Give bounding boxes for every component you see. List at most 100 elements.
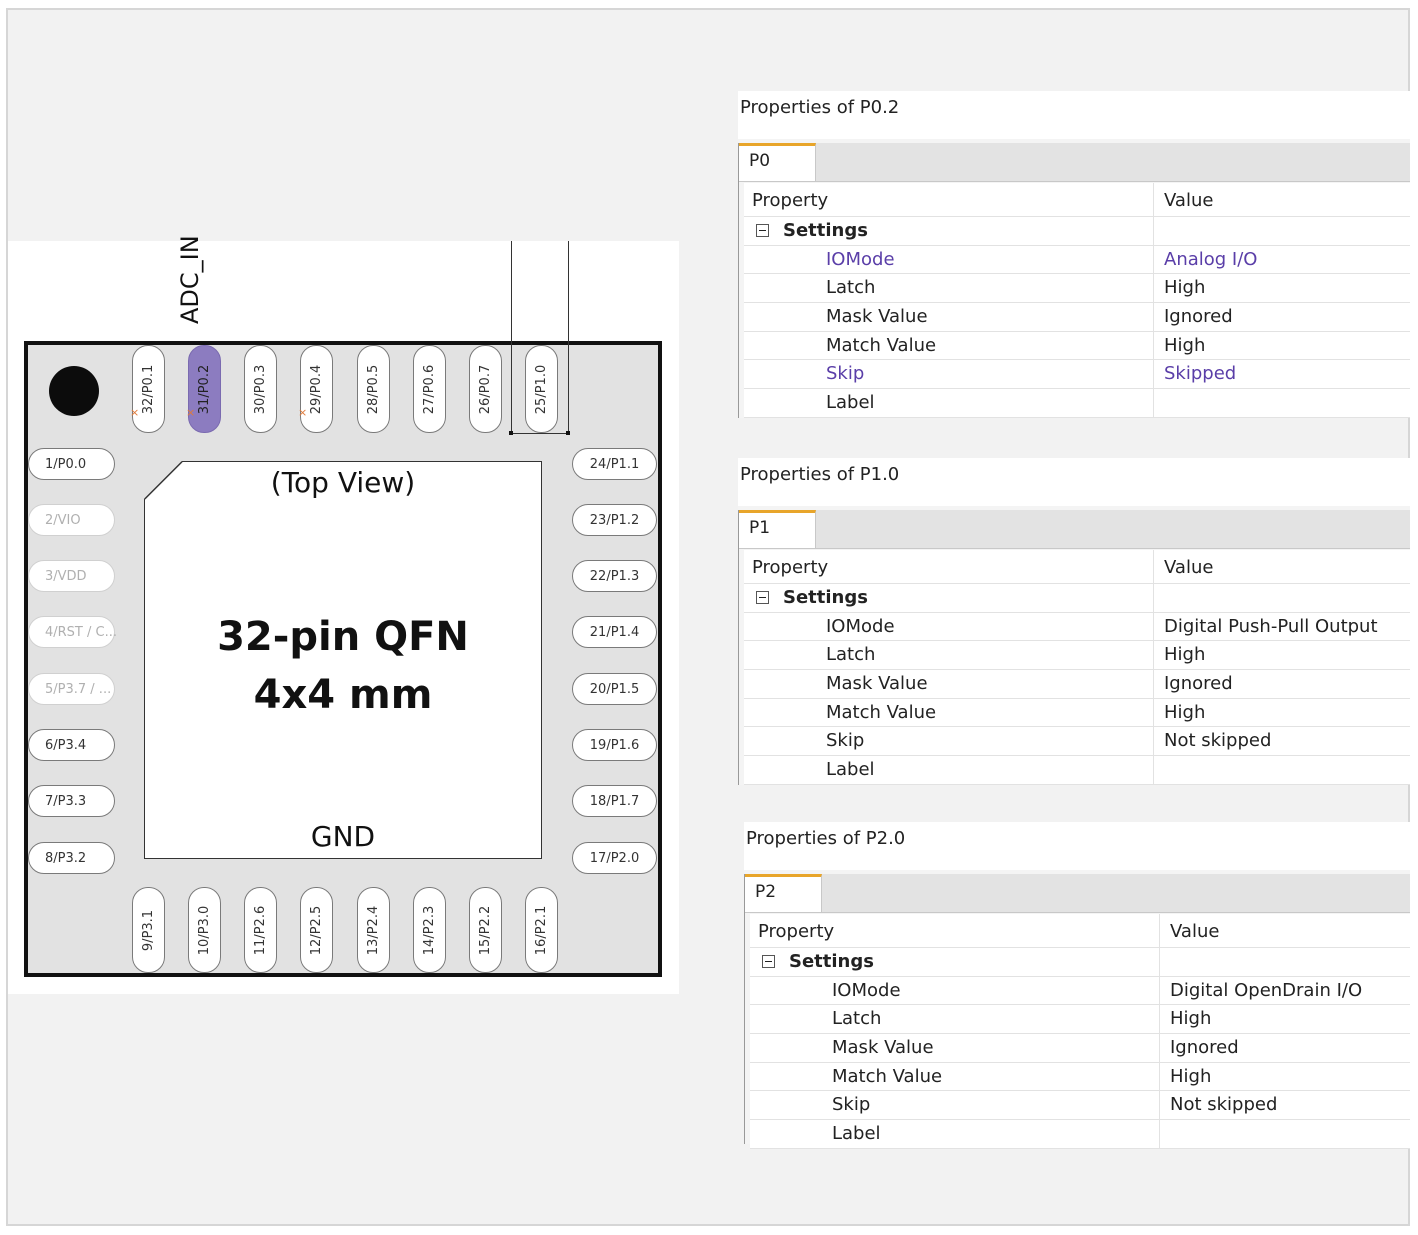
pin-top-7[interactable]: 26/P0.7 xyxy=(469,345,502,433)
pin-left-3[interactable]: 3/VDD xyxy=(28,560,115,592)
pin-left-1[interactable]: 1/P0.0 xyxy=(28,448,115,480)
property-value[interactable]: High xyxy=(1164,701,1206,723)
property-value[interactable]: Ignored xyxy=(1164,673,1233,695)
pin-right-5[interactable]: 20/P1.5 xyxy=(572,673,657,705)
pin-top-4[interactable]: 29/P0.4 xyxy=(300,345,333,433)
pin-bottom-8[interactable]: 16/P2.1 xyxy=(525,887,558,973)
property-value[interactable]: Skipped xyxy=(1164,363,1237,385)
category-row-settings[interactable]: Settings xyxy=(750,948,1410,977)
property-row[interactable]: Match Value High xyxy=(744,698,1410,728)
tab-port[interactable]: P1 xyxy=(738,510,816,548)
pin-right-6[interactable]: 19/P1.6 xyxy=(572,729,657,761)
pin-bottom-6[interactable]: 14/P2.3 xyxy=(413,887,446,973)
tab-strip: P2 xyxy=(744,874,1410,913)
header-property: Property xyxy=(744,550,1154,583)
property-value[interactable] xyxy=(1154,756,1410,784)
pin-top-3[interactable]: 30/P0.3 xyxy=(244,345,277,433)
pin-label: 16/P2.1 xyxy=(534,905,549,955)
property-row[interactable]: IOMode Digital Push-Pull Output xyxy=(744,612,1410,642)
collapse-icon[interactable] xyxy=(756,224,769,237)
pin-top-6[interactable]: 27/P0.6 xyxy=(413,345,446,433)
property-row[interactable]: IOMode Digital OpenDrain I/O xyxy=(750,976,1410,1006)
property-grid: Property Value Settings IOMode Digital O… xyxy=(750,914,1410,1149)
pin-bottom-5[interactable]: 13/P2.4 xyxy=(357,887,390,973)
pin-bottom-7[interactable]: 15/P2.2 xyxy=(469,887,502,973)
pin-left-7[interactable]: 7/P3.3 xyxy=(28,785,115,817)
property-value[interactable]: High xyxy=(1164,334,1206,356)
property-value[interactable]: Digital Push-Pull Output xyxy=(1164,615,1378,637)
category-row-settings[interactable]: Settings xyxy=(744,217,1410,246)
property-row[interactable]: Mask Value Ignored xyxy=(744,670,1410,699)
pin-bottom-3[interactable]: 11/P2.6 xyxy=(244,887,277,973)
pin-right-3[interactable]: 22/P1.3 xyxy=(572,560,657,592)
property-name-cell: Skip xyxy=(744,360,1154,389)
property-value[interactable]: High xyxy=(1164,644,1206,666)
category-cell: Settings xyxy=(744,584,1154,612)
collapse-icon[interactable] xyxy=(756,591,769,604)
property-value[interactable]: Analog I/O xyxy=(1164,248,1258,270)
pin-bottom-2[interactable]: 10/P3.0 xyxy=(188,887,221,973)
selection-handle[interactable] xyxy=(566,431,570,435)
property-row[interactable]: Match Value High xyxy=(750,1062,1410,1092)
property-value[interactable]: Digital OpenDrain I/O xyxy=(1170,979,1363,1001)
pin-left-6[interactable]: 6/P3.4 xyxy=(28,729,115,761)
property-value[interactable]: High xyxy=(1164,277,1206,299)
property-name-cell: IOMode xyxy=(744,245,1154,274)
tab-port[interactable]: P0 xyxy=(738,143,816,181)
pin-right-2[interactable]: 23/P1.2 xyxy=(572,504,657,536)
property-value[interactable]: Not skipped xyxy=(1170,1094,1278,1116)
pin-left-8[interactable]: 8/P3.2 xyxy=(28,842,115,874)
property-value[interactable]: Ignored xyxy=(1170,1037,1239,1059)
pin-left-5[interactable]: 5/P3.7 / ... xyxy=(28,673,115,705)
property-row[interactable]: Latch High xyxy=(744,641,1410,671)
property-name-cell: Mask Value xyxy=(750,1034,1160,1062)
property-value[interactable] xyxy=(1154,389,1410,417)
gnd-label: GND xyxy=(310,820,376,853)
property-value[interactable]: High xyxy=(1170,1008,1212,1030)
property-row[interactable]: Latch High xyxy=(744,274,1410,304)
property-row[interactable]: Label xyxy=(744,389,1410,418)
property-row[interactable]: IOMode Analog I/O xyxy=(744,245,1410,275)
pin-top-1[interactable]: 32/P0.1 xyxy=(132,345,165,433)
panel-border xyxy=(738,143,739,418)
property-value[interactable]: Ignored xyxy=(1164,306,1233,328)
property-name: IOMode xyxy=(826,248,895,270)
pin-left-4[interactable]: 4/RST / C... xyxy=(28,616,117,648)
property-row[interactable]: Skip Skipped xyxy=(744,360,1410,390)
pin-top-2[interactable]: 31/P0.2 xyxy=(188,345,221,433)
collapse-icon[interactable] xyxy=(762,955,775,968)
property-row[interactable]: Match Value High xyxy=(744,331,1410,361)
property-value[interactable]: High xyxy=(1170,1065,1212,1087)
property-value[interactable]: Not skipped xyxy=(1164,730,1272,752)
property-row[interactable]: Label xyxy=(744,756,1410,785)
tab-port[interactable]: P2 xyxy=(744,874,822,912)
pin-right-7[interactable]: 18/P1.7 xyxy=(572,785,657,817)
header-property: Property xyxy=(744,183,1154,216)
panel-title: Properties of P0.2 xyxy=(738,91,1410,139)
pin-right-1[interactable]: 24/P1.1 xyxy=(572,448,657,480)
property-value[interactable] xyxy=(1160,1120,1410,1148)
property-row[interactable]: Mask Value Ignored xyxy=(750,1034,1410,1063)
pin-bottom-4[interactable]: 12/P2.5 xyxy=(300,887,333,973)
property-row[interactable]: Label xyxy=(750,1120,1410,1149)
category-row-settings[interactable]: Settings xyxy=(744,584,1410,613)
pin-top-5[interactable]: 28/P0.5 xyxy=(357,345,390,433)
pin-bottom-1[interactable]: 9/P3.1 xyxy=(132,887,165,973)
property-name-cell: Latch xyxy=(750,1005,1160,1034)
pin-label: 15/P2.2 xyxy=(478,905,493,955)
properties-panel: Properties of P0.2 P0 Property Value Set… xyxy=(738,91,1410,418)
property-row[interactable]: Skip Not skipped xyxy=(744,727,1410,757)
pin-label: 12/P2.5 xyxy=(309,905,324,955)
pin-right-8[interactable]: 17/P2.0 xyxy=(572,842,657,874)
category-value-cell xyxy=(1154,584,1410,612)
property-name: Label xyxy=(826,759,875,781)
property-row[interactable]: Mask Value Ignored xyxy=(744,303,1410,332)
selection-handle[interactable] xyxy=(509,431,513,435)
pin-left-2[interactable]: 2/VIO xyxy=(28,504,115,536)
pin-label: 14/P2.3 xyxy=(422,905,437,955)
property-name-cell: Latch xyxy=(744,274,1154,303)
pin-top-8[interactable]: 25/P1.0 xyxy=(525,345,558,433)
property-row[interactable]: Latch High xyxy=(750,1005,1410,1035)
property-row[interactable]: Skip Not skipped xyxy=(750,1091,1410,1121)
pin-right-4[interactable]: 21/P1.4 xyxy=(572,616,657,648)
